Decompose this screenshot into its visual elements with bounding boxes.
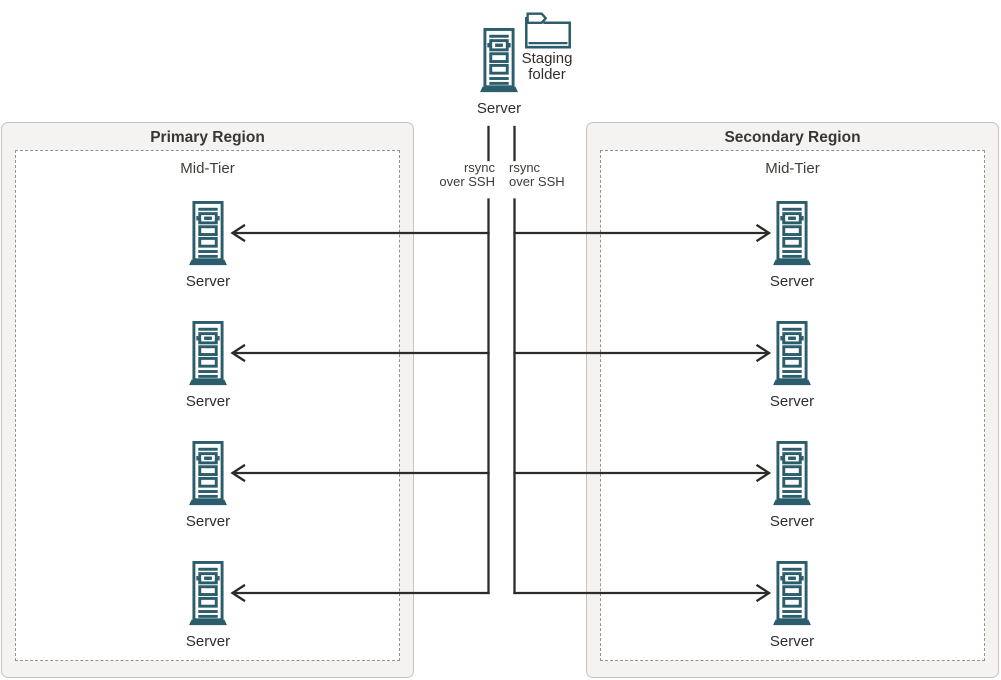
- secondary-server-node: Server: [764, 561, 820, 650]
- primary-server-node: Server: [180, 201, 236, 290]
- server-label: Server: [769, 273, 815, 290]
- staging-server-node: Server: [471, 28, 527, 117]
- primary-mid-tier-label: Mid-Tier: [180, 160, 235, 177]
- primary-server-node: Server: [180, 561, 236, 650]
- secondary-server-node: Server: [764, 321, 820, 410]
- region-secondary-title: Secondary Region: [724, 129, 861, 146]
- server-label: Server: [769, 513, 815, 530]
- server-label: Server: [185, 633, 231, 650]
- server-label: Server: [185, 393, 231, 410]
- secondary-server-node: Server: [764, 441, 820, 530]
- server-icon: [186, 321, 230, 389]
- staging-folder-icon: [523, 11, 573, 49]
- rsync-label-left: rsync over SSH: [439, 160, 495, 189]
- staging-server-label: Server: [476, 100, 522, 117]
- server-label: Server: [185, 273, 231, 290]
- server-icon: [770, 321, 814, 389]
- server-icon: [770, 441, 814, 509]
- region-primary-title: Primary Region: [150, 129, 265, 146]
- server-label: Server: [769, 633, 815, 650]
- server-icon: [186, 201, 230, 269]
- secondary-server-node: Server: [764, 201, 820, 290]
- server-icon: [770, 561, 814, 629]
- secondary-mid-tier-label: Mid-Tier: [765, 160, 820, 177]
- server-icon: [770, 201, 814, 269]
- server-label: Server: [185, 513, 231, 530]
- server-label: Server: [769, 393, 815, 410]
- rsync-label-right: rsync over SSH: [509, 160, 565, 189]
- staging-folder-label: Staging folder: [521, 50, 573, 83]
- server-icon: [186, 561, 230, 629]
- server-icon: [186, 441, 230, 509]
- primary-server-node: Server: [180, 321, 236, 410]
- primary-server-node: Server: [180, 441, 236, 530]
